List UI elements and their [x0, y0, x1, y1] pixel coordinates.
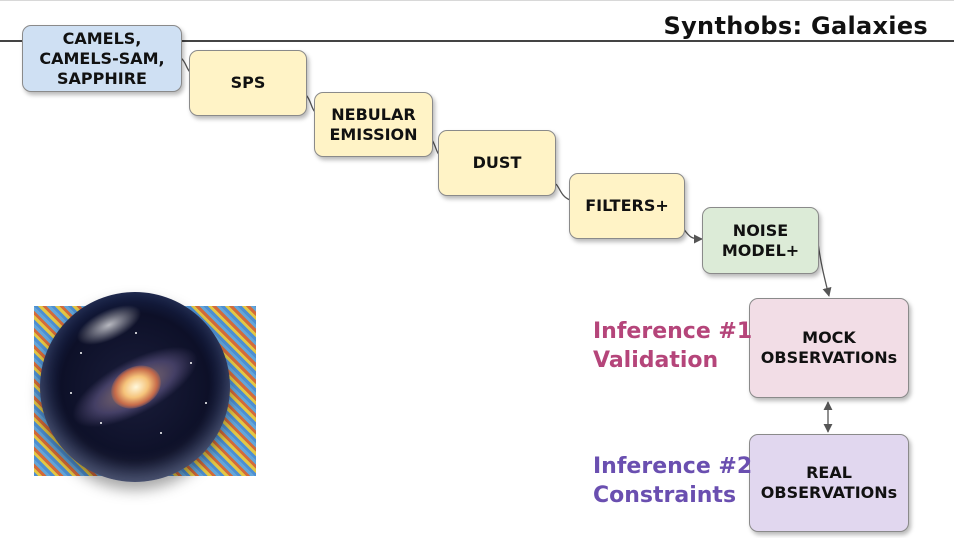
star [190, 362, 192, 364]
dust-box: DUST [438, 130, 556, 196]
filters-box: FILTERS+ [569, 173, 685, 239]
camels-box: CAMELS, CAMELS-SAM, SAPPHIRE [22, 25, 182, 92]
star [135, 332, 137, 334]
title-rule [0, 40, 954, 42]
real-observations-box: REAL OBSERVATIONs [749, 434, 909, 532]
nebular-emission-box: NEBULAR EMISSION [314, 92, 433, 157]
star [160, 432, 162, 434]
sps-box: SPS [189, 50, 307, 116]
connector-dust-filters [555, 183, 571, 201]
top-border [0, 0, 954, 1]
star [70, 392, 72, 394]
star [100, 422, 102, 424]
star [205, 402, 207, 404]
galaxy-in-crystal-ball-icon [40, 292, 230, 482]
inference-1-label: Inference #1 Validation [593, 319, 753, 373]
connector-noise-mock [817, 242, 832, 297]
connector-filters-noise [682, 227, 703, 244]
inference-2-label: Inference #2 Constraints [593, 454, 753, 508]
mock-observations-box: MOCK OBSERVATIONs [749, 298, 909, 398]
star [80, 352, 82, 354]
noise-model-box: NOISE MODEL+ [702, 207, 819, 274]
page-title: Synthobs: Galaxies [663, 12, 928, 40]
